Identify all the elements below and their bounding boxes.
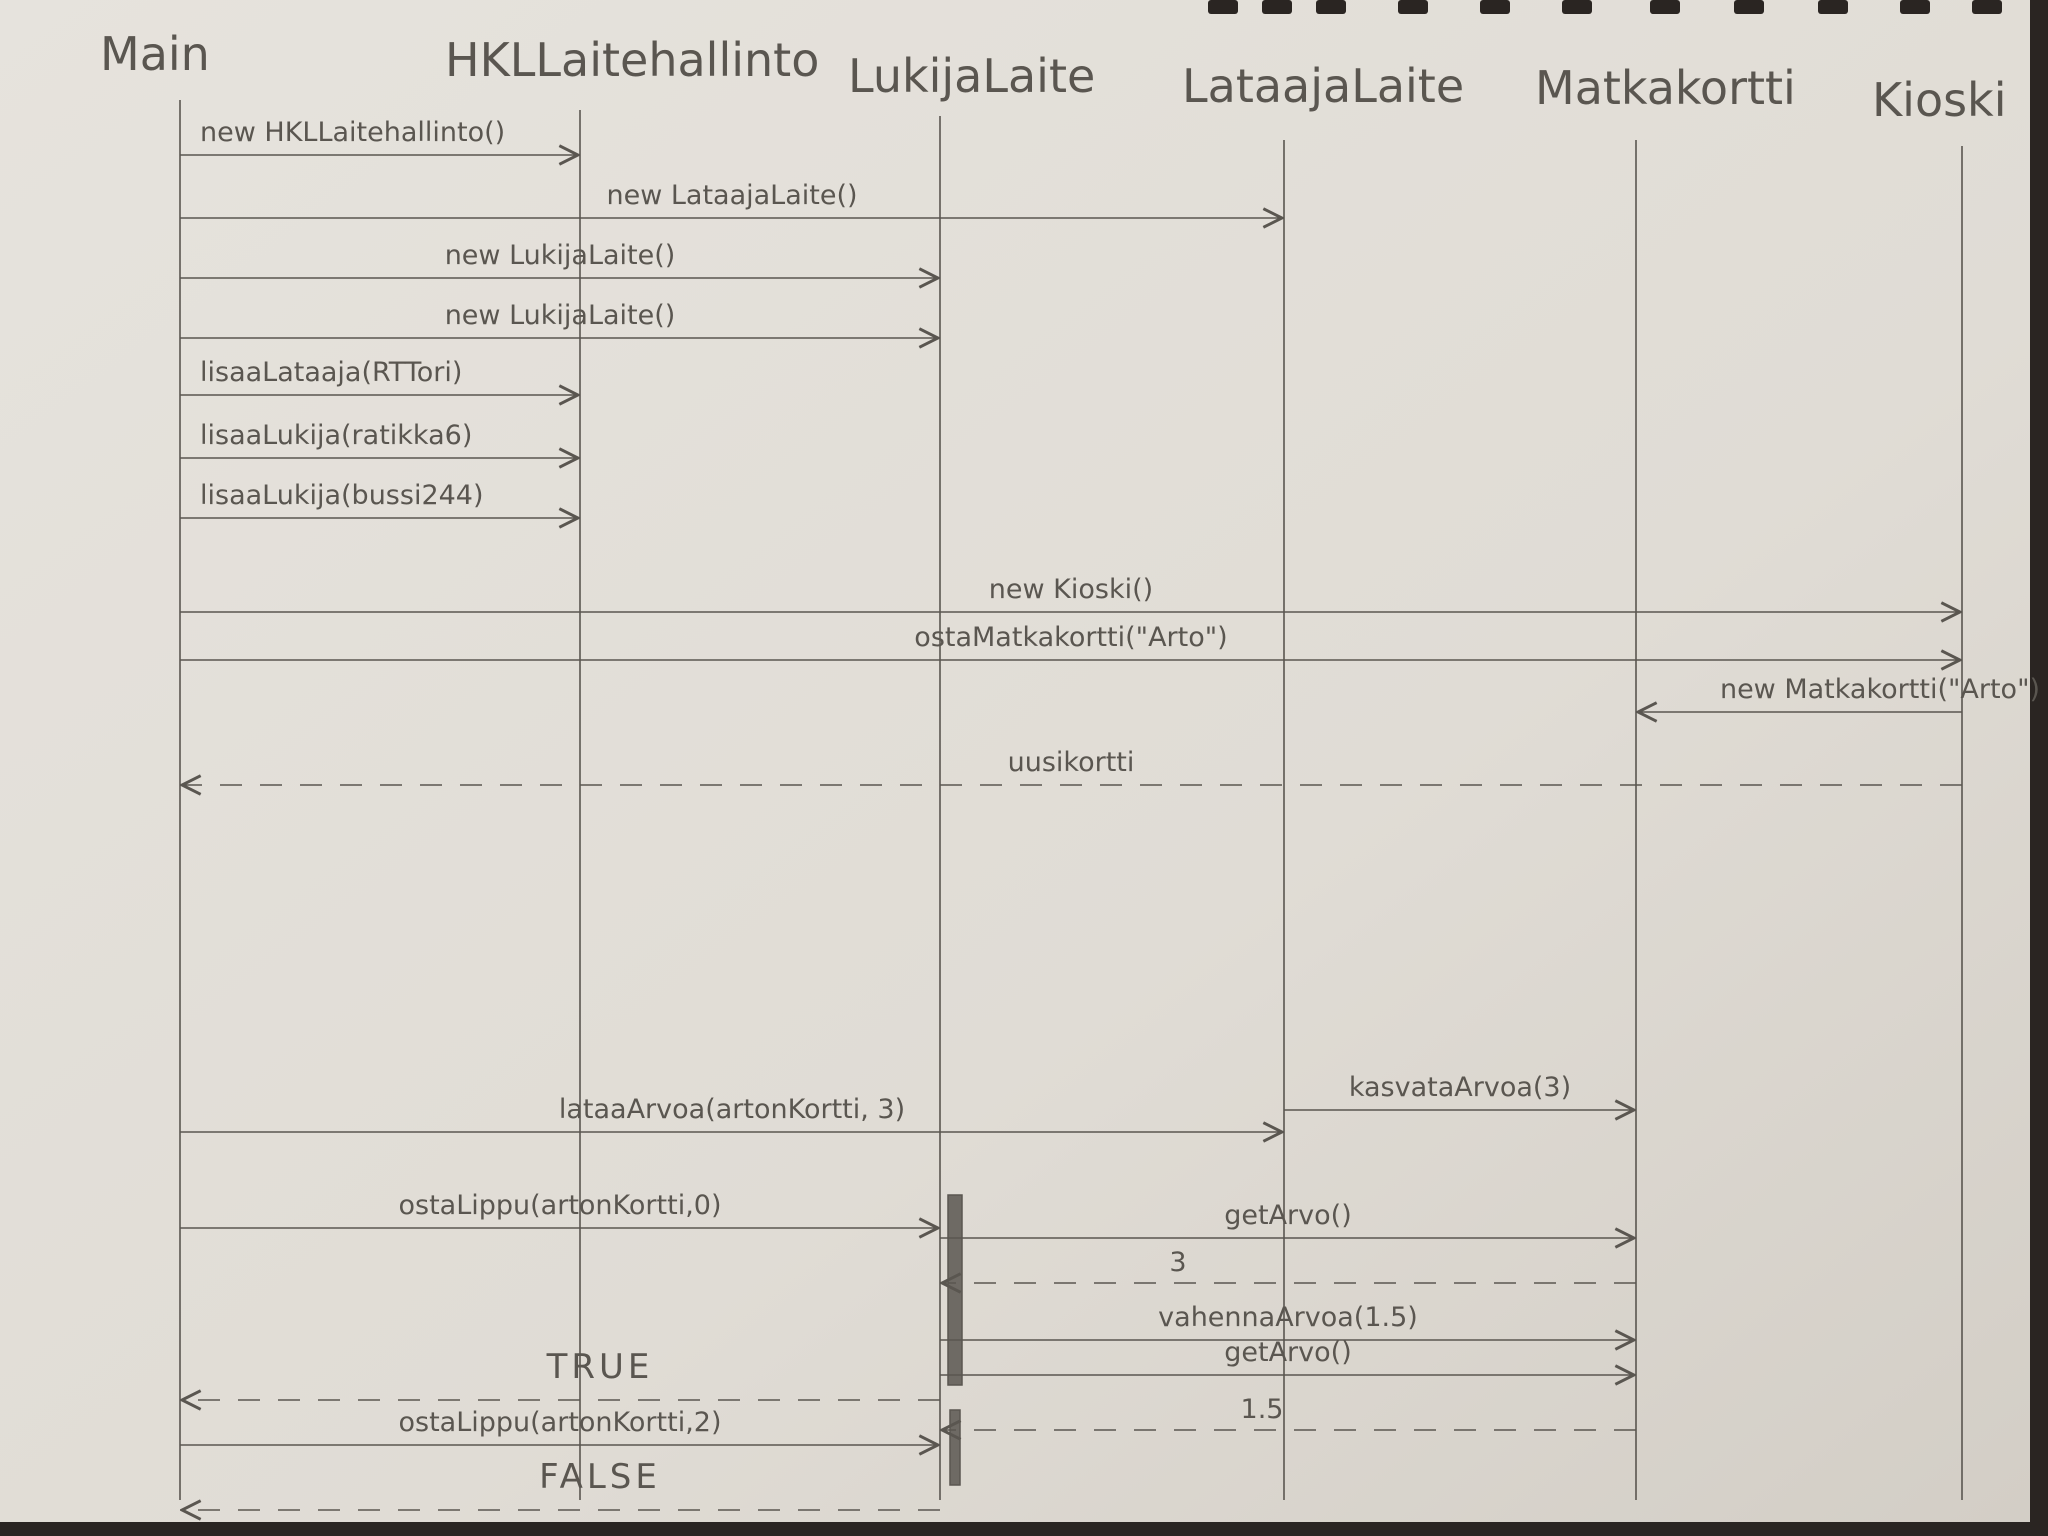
- message-label-12: kasvataArvoa(3): [1349, 1072, 1571, 1103]
- message-label-4: lisaaLataaja(RTTori): [200, 357, 462, 388]
- message-label-14: getArvo(): [1224, 1200, 1351, 1231]
- return-label-20: 1.5: [1241, 1394, 1284, 1425]
- message-label-9: new Matkakortti("Arto"): [1720, 674, 2040, 705]
- message-label-1: new LataajaLaite(): [606, 180, 857, 211]
- message-label-2: new LukijaLaite(): [445, 240, 676, 271]
- spiral-binding: [1208, 0, 2002, 14]
- return-label-21: FALSE: [539, 1457, 661, 1497]
- participant-hkl-label: HKLLaitehallinto: [445, 33, 819, 87]
- participant-kortti-label: Matkakortti: [1535, 61, 1796, 115]
- participant-lukija-label: LukijaLaite: [848, 49, 1095, 103]
- message-label-16: vahennaArvoa(1.5): [1158, 1302, 1418, 1333]
- message-label-18: getArvo(): [1224, 1337, 1351, 1368]
- return-label-15: 3: [1169, 1247, 1186, 1278]
- participant-main-label: Main: [100, 27, 210, 81]
- return-label-17: TRUE: [546, 1347, 654, 1387]
- message-label-6: lisaaLukija(bussi244): [200, 480, 484, 511]
- message-label-3: new LukijaLaite(): [445, 300, 676, 331]
- message-label-13: ostaLippu(artonKortti,0): [399, 1190, 722, 1221]
- message-label-19: ostaLippu(artonKortti,2): [399, 1407, 722, 1438]
- message-label-8: ostaMatkakortti("Arto"): [914, 622, 1227, 653]
- return-label-10: uusikortti: [1008, 747, 1135, 778]
- activation-bar: [949, 1409, 961, 1486]
- message-label-7: new Kioski(): [989, 574, 1153, 605]
- participant-kioski-label: Kioski: [1872, 73, 2006, 127]
- message-label-11: lataaArvoa(artonKortti, 3): [559, 1094, 905, 1125]
- activation-bar: [947, 1194, 963, 1386]
- message-label-0: new HKLLaitehallinto(): [200, 117, 505, 148]
- message-label-5: lisaaLukija(ratikka6): [200, 420, 472, 451]
- participant-lataaja-label: LataajaLaite: [1182, 59, 1464, 113]
